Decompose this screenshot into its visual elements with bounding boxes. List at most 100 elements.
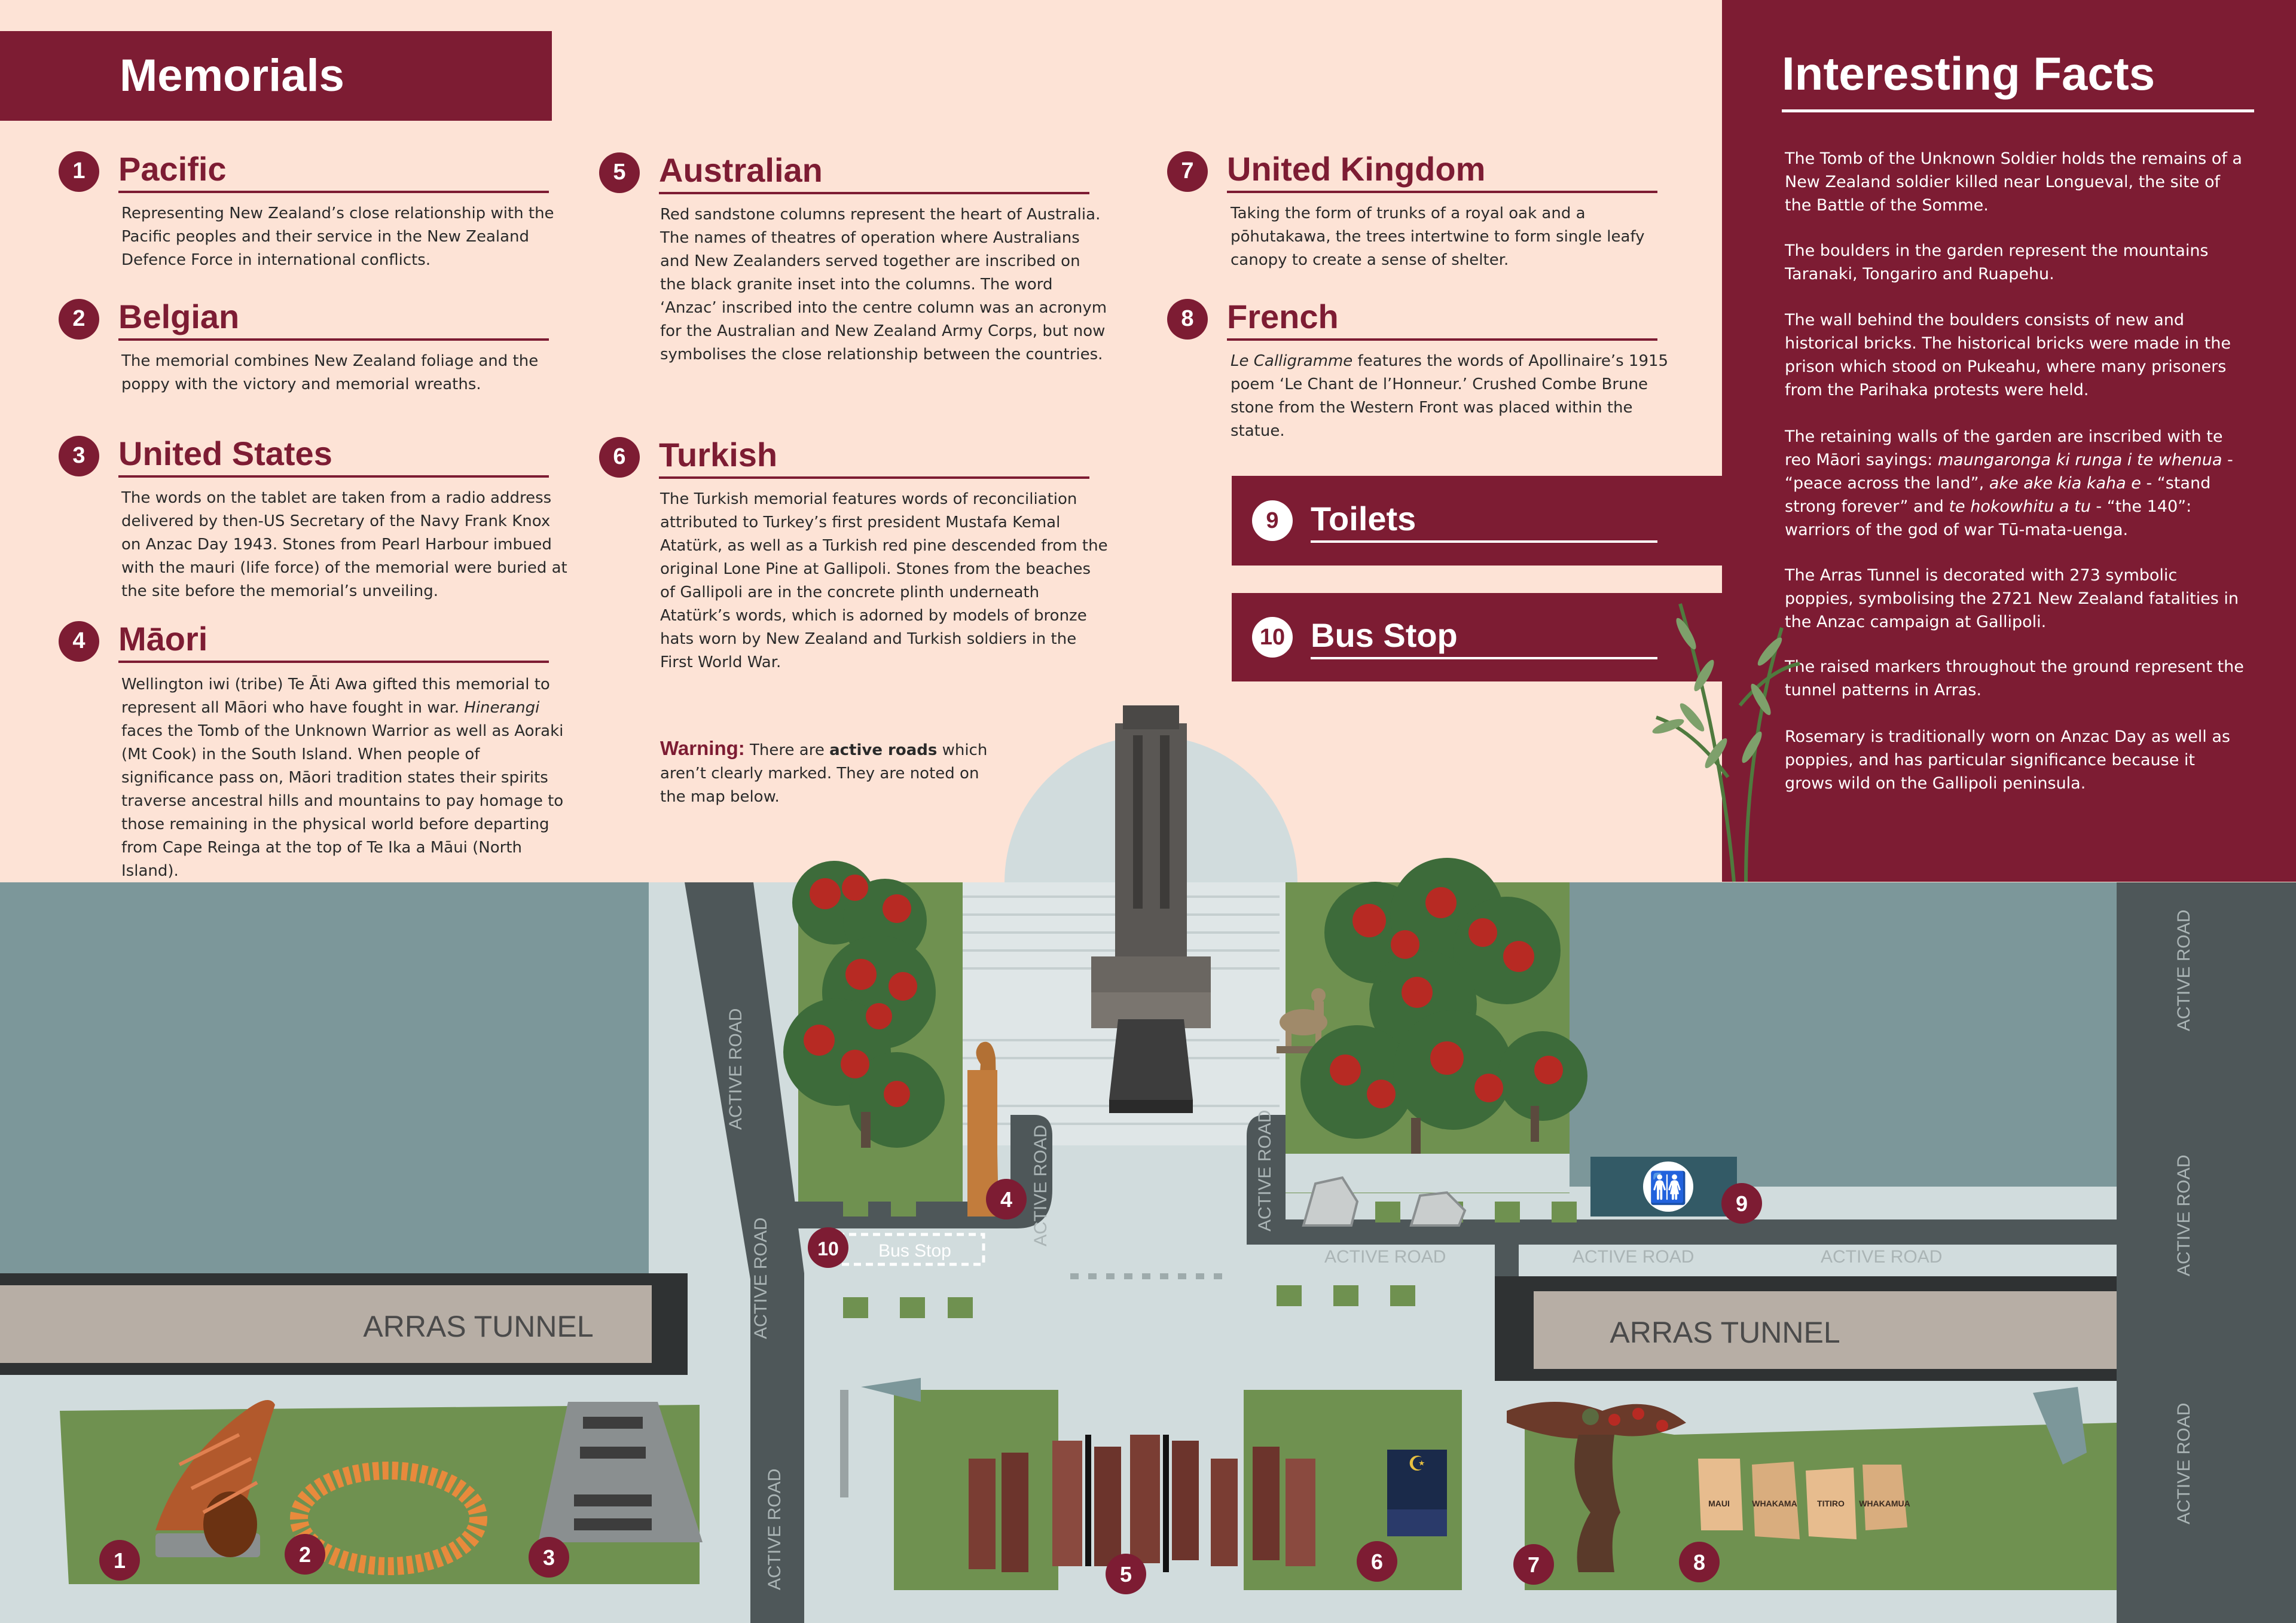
ground-markers: [843, 1196, 1577, 1318]
fact-item: The boulders in the garden represent the…: [1785, 242, 2209, 283]
memorial-description: Wellington iwi (tribe) Te Āti Awa gifted…: [121, 676, 564, 880]
fact-item: The raised markers throughout the ground…: [1785, 658, 2244, 699]
active-road-label: ACTIVE ROAD: [2174, 910, 2194, 1031]
marker-number: 7: [1167, 151, 1208, 192]
facts-panel: Interesting Facts The Tomb of the Unknow…: [1722, 0, 2296, 882]
memorial-heading-australian: 5 Australian: [599, 151, 1089, 194]
road-center-band: [1247, 1219, 2117, 1245]
memorial-title: Turkish: [659, 435, 1089, 479]
marker-number: 8: [1167, 298, 1208, 340]
svg-text:2: 2: [299, 1542, 311, 1567]
marker-number: 5: [599, 152, 640, 193]
arras-tunnel-right-label: ARRAS TUNNEL: [1610, 1316, 1840, 1349]
memorial-description: Red sandstone columns represent the hear…: [660, 206, 1107, 363]
memorial-description: The memorial combines New Zealand foliag…: [121, 352, 539, 393]
arras-tunnel-left: [0, 1285, 652, 1363]
svg-text:10: 10: [817, 1238, 839, 1260]
fact-item: The Tomb of the Unknown Soldier holds th…: [1785, 149, 2242, 215]
toilets-icon: 🚻: [1649, 1170, 1688, 1206]
memorial-title: Belgian: [118, 297, 549, 341]
active-road-label: ACTIVE ROAD: [2174, 1155, 2194, 1276]
svg-text:☪: ☪: [1408, 1453, 1426, 1475]
glass-panel-right: [2033, 1387, 2087, 1465]
svg-text:9: 9: [1736, 1191, 1748, 1216]
memorial-title: Pacific: [118, 149, 549, 193]
map-marker-9: 9: [1721, 1183, 1762, 1224]
marker-number: 10: [1252, 617, 1293, 658]
sign-word: TITIRO: [1817, 1499, 1845, 1508]
warning-note: Warning: There are active roads which ar…: [660, 737, 988, 806]
bus-stop-label: Bus Stop: [878, 1241, 951, 1261]
active-road-label: ACTIVE ROAD: [1255, 1110, 1275, 1231]
active-road-label: ACTIVE ROAD: [765, 1469, 784, 1590]
marker-number: 3: [59, 435, 99, 476]
sign-word: WHAKAMA: [1752, 1499, 1797, 1508]
memorial-title: French: [1227, 297, 1657, 341]
active-road-label: ACTIVE ROAD: [726, 1008, 746, 1130]
svg-text:3: 3: [543, 1545, 555, 1570]
map-marker-7: 7: [1513, 1544, 1554, 1585]
map-marker-4: 4: [986, 1179, 1027, 1219]
memorial-heading-united-states: 3 United States: [59, 434, 549, 478]
road-left-curve: [789, 1115, 1052, 1228]
water-right: [1567, 882, 2296, 1187]
water-left: [0, 882, 649, 1273]
marker-number: 9: [1252, 500, 1293, 541]
fact-item: The retaining walls of the garden are in…: [1785, 427, 2233, 539]
service-title: Toilets: [1311, 499, 1657, 543]
sign-word: MAUI: [1708, 1499, 1730, 1508]
memorial-description: Taking the form of trunks of a royal oak…: [1231, 204, 1645, 269]
carillon-tower: [1091, 705, 1211, 1028]
memorial-description: Representing New Zealand’s close relatio…: [121, 204, 554, 269]
memorial-heading-united-kingdom: 7 United Kingdom: [1167, 149, 1657, 193]
memorials-banner: Memorials: [0, 31, 552, 121]
svg-text:7: 7: [1528, 1552, 1540, 1577]
map-marker-1: 1: [99, 1540, 140, 1581]
fact-item: The Arras Tunnel is decorated with 273 s…: [1785, 566, 2239, 631]
active-road-label: ACTIVE ROAD: [2174, 1403, 2194, 1524]
wall-left: [840, 1390, 848, 1497]
tomb-of-unknown-warrior: [1109, 1019, 1193, 1113]
service-title: Bus Stop: [1311, 616, 1657, 659]
page-title: Memorials: [120, 50, 344, 101]
facts-title: Interesting Facts: [1782, 47, 2254, 112]
us-memorial-tablet: [538, 1402, 703, 1542]
svg-text:6: 6: [1371, 1549, 1383, 1574]
map-markers: 1 2 3 4 5 6 7 8 9 10: [99, 1179, 1762, 1594]
marker-number: 4: [59, 621, 99, 662]
active-road-label: ACTIVE ROAD: [1821, 1247, 1942, 1267]
memorial-heading-maori: 4 Māori: [59, 619, 549, 663]
map-marker-6: 6: [1357, 1541, 1397, 1582]
map-marker-3: 3: [529, 1537, 569, 1578]
active-road-label: ACTIVE ROAD: [1324, 1247, 1446, 1267]
rosemary-leaves: [1652, 618, 1782, 768]
french-memorial-calligramme: MAUI WHAKAMA TITIRO WHAKAMUA: [1698, 1459, 1910, 1539]
active-road-label: ACTIVE ROAD: [1031, 1125, 1051, 1246]
marker-number: 2: [59, 298, 99, 340]
road-left-vertical: [685, 882, 804, 1623]
memorial-heading-belgian: 2 Belgian: [59, 297, 549, 341]
pohutukawa-trees: [783, 858, 1587, 1154]
memorial-title: United Kingdom: [1227, 149, 1657, 193]
memorial-description: Le Calligramme features the words of Apo…: [1231, 352, 1669, 440]
active-road-label: ACTIVE ROAD: [751, 1218, 771, 1339]
belgian-memorial-wreath: [290, 1462, 487, 1575]
memorial-description: The Turkish memorial features words of r…: [660, 490, 1108, 671]
fact-item: The wall behind the boulders consists of…: [1785, 311, 2231, 399]
memorial-title: United States: [118, 434, 549, 478]
memorial-description: The words on the tablet are taken from a…: [121, 489, 567, 600]
glass-panel-left: [861, 1378, 921, 1402]
memorial-heading-pacific: 1 Pacific: [59, 149, 549, 193]
toilets-banner: 9 Toilets: [1232, 476, 1722, 566]
arras-tunnel-right: [1534, 1291, 2117, 1369]
active-road-label: ACTIVE ROAD: [1573, 1247, 1694, 1267]
memorial-title: Australian: [659, 151, 1089, 194]
map-marker-8: 8: [1679, 1542, 1720, 1582]
map-marker-5: 5: [1106, 1554, 1146, 1594]
fact-item: Rosemary is traditionally worn on Anzac …: [1785, 728, 2230, 793]
sign-word: WHAKAMUA: [1859, 1499, 1910, 1508]
turkish-memorial-plinth: ☪: [1387, 1450, 1447, 1536]
svg-text:8: 8: [1693, 1550, 1705, 1575]
bus-stop-banner: 10 Bus Stop: [1232, 593, 1722, 681]
